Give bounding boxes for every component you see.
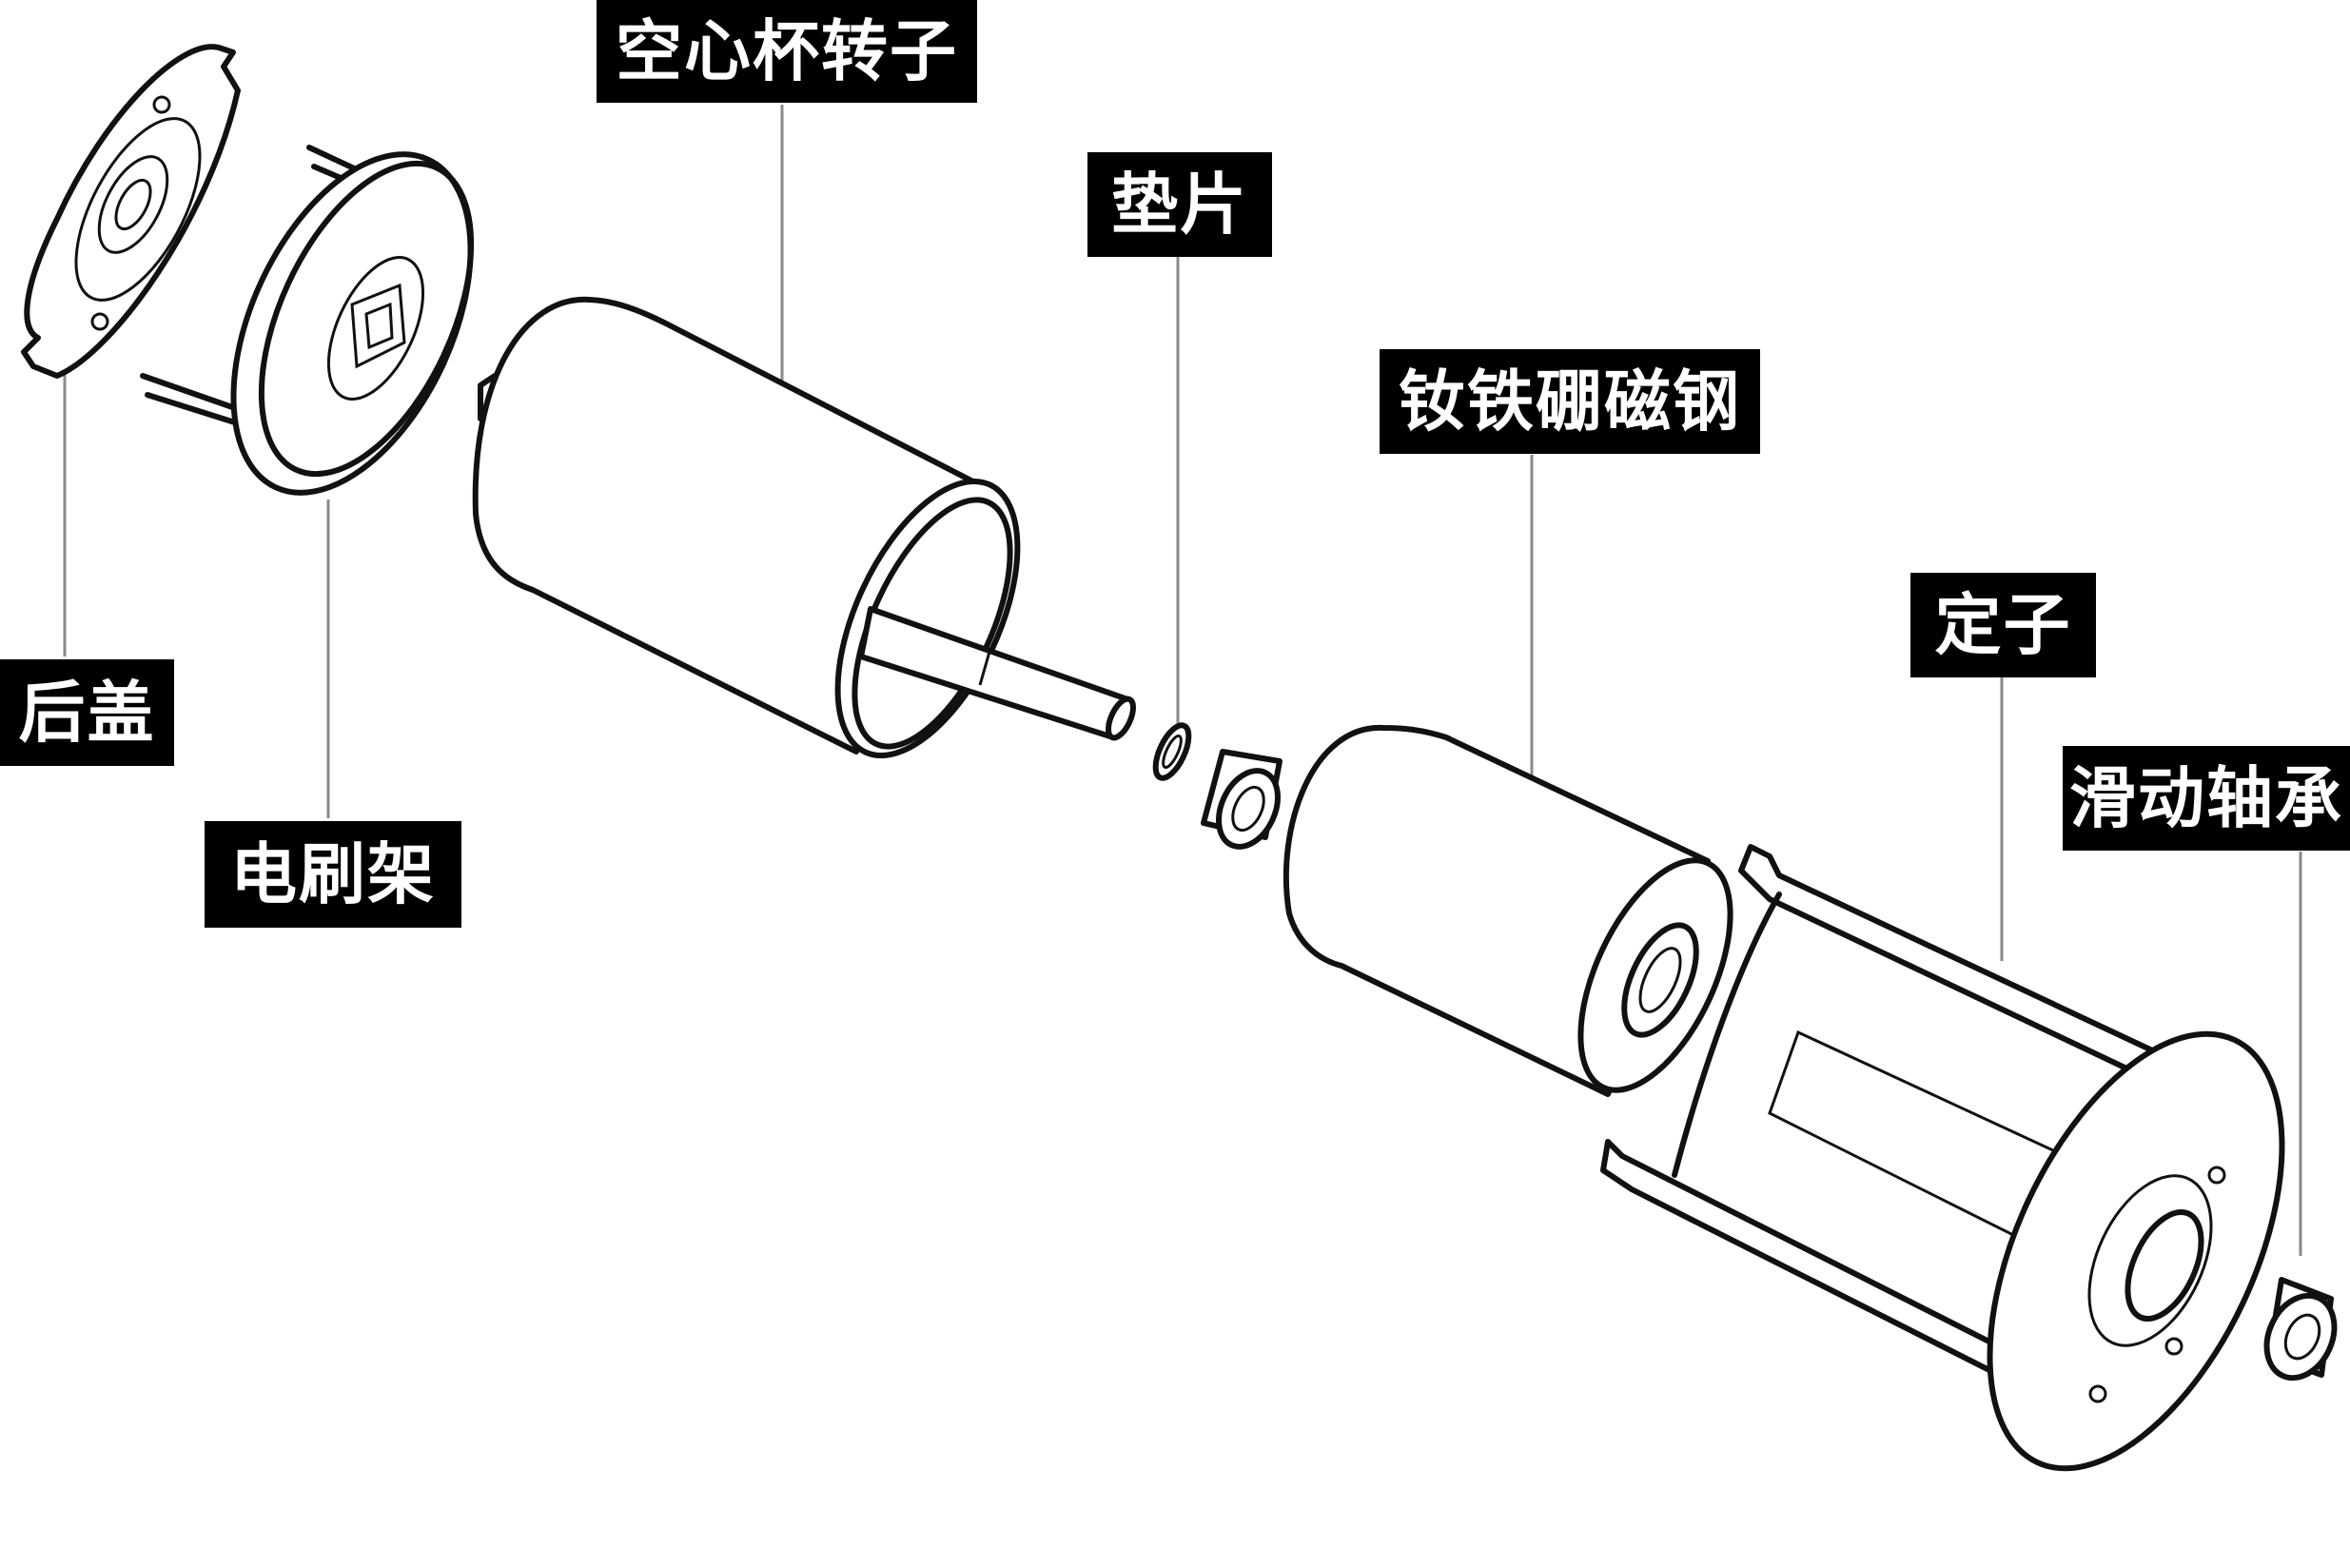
washer-part bbox=[1152, 722, 1192, 781]
label-brush-holder: 电刷架 bbox=[205, 821, 461, 928]
label-ndfeb-magnet: 钕铁硼磁钢 bbox=[1380, 349, 1760, 454]
label-coreless-rotor: 空心杯转子 bbox=[597, 0, 977, 103]
bushing-part bbox=[1201, 749, 1283, 850]
ndfeb-magnet-part bbox=[1283, 724, 1733, 1097]
label-stator: 定子 bbox=[1910, 573, 2096, 677]
label-washer: 垫片 bbox=[1087, 152, 1272, 257]
stator-part bbox=[1600, 844, 2285, 1472]
sliding-bearing-part bbox=[2263, 1277, 2338, 1382]
leader-lines bbox=[63, 105, 2302, 1256]
label-rear-cover: 后盖 bbox=[0, 659, 174, 766]
brush-holder-part bbox=[140, 145, 475, 496]
rear-cover-part bbox=[21, 44, 241, 379]
label-sliding-bearing: 滑动轴承 bbox=[2063, 746, 2350, 851]
coreless-rotor-part bbox=[472, 296, 1136, 759]
